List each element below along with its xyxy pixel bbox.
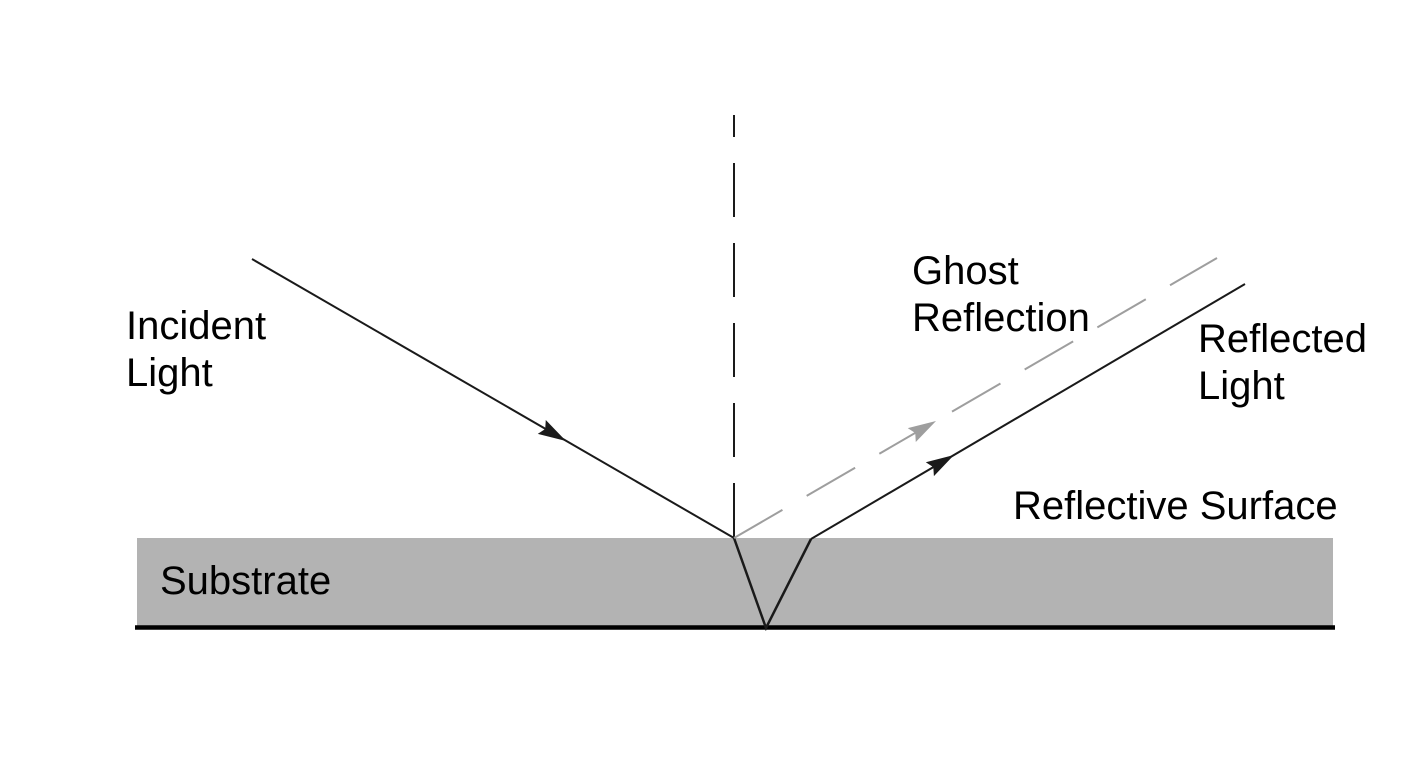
reflected-ray-arrowhead-icon [925,455,954,477]
internal-refracted-ray-path [732,537,813,632]
reflective-surface-label: Reflective Surface [1013,484,1338,528]
substrate-label: Substrate [160,559,332,603]
ghost-ray-arrowhead-icon [907,421,936,442]
ghost-reflection-ray-line [733,257,1218,539]
incident-ray-arrowhead-icon [537,420,566,441]
substrate-rect [137,538,1333,627]
reflected-light-label: Reflected Light [1198,317,1367,408]
ghost-reflection-label: Ghost Reflection [912,249,1090,340]
reflected-ray-line [810,283,1246,540]
incident-light-label: Incident Light [126,304,267,395]
incident-ray-line [251,258,735,539]
